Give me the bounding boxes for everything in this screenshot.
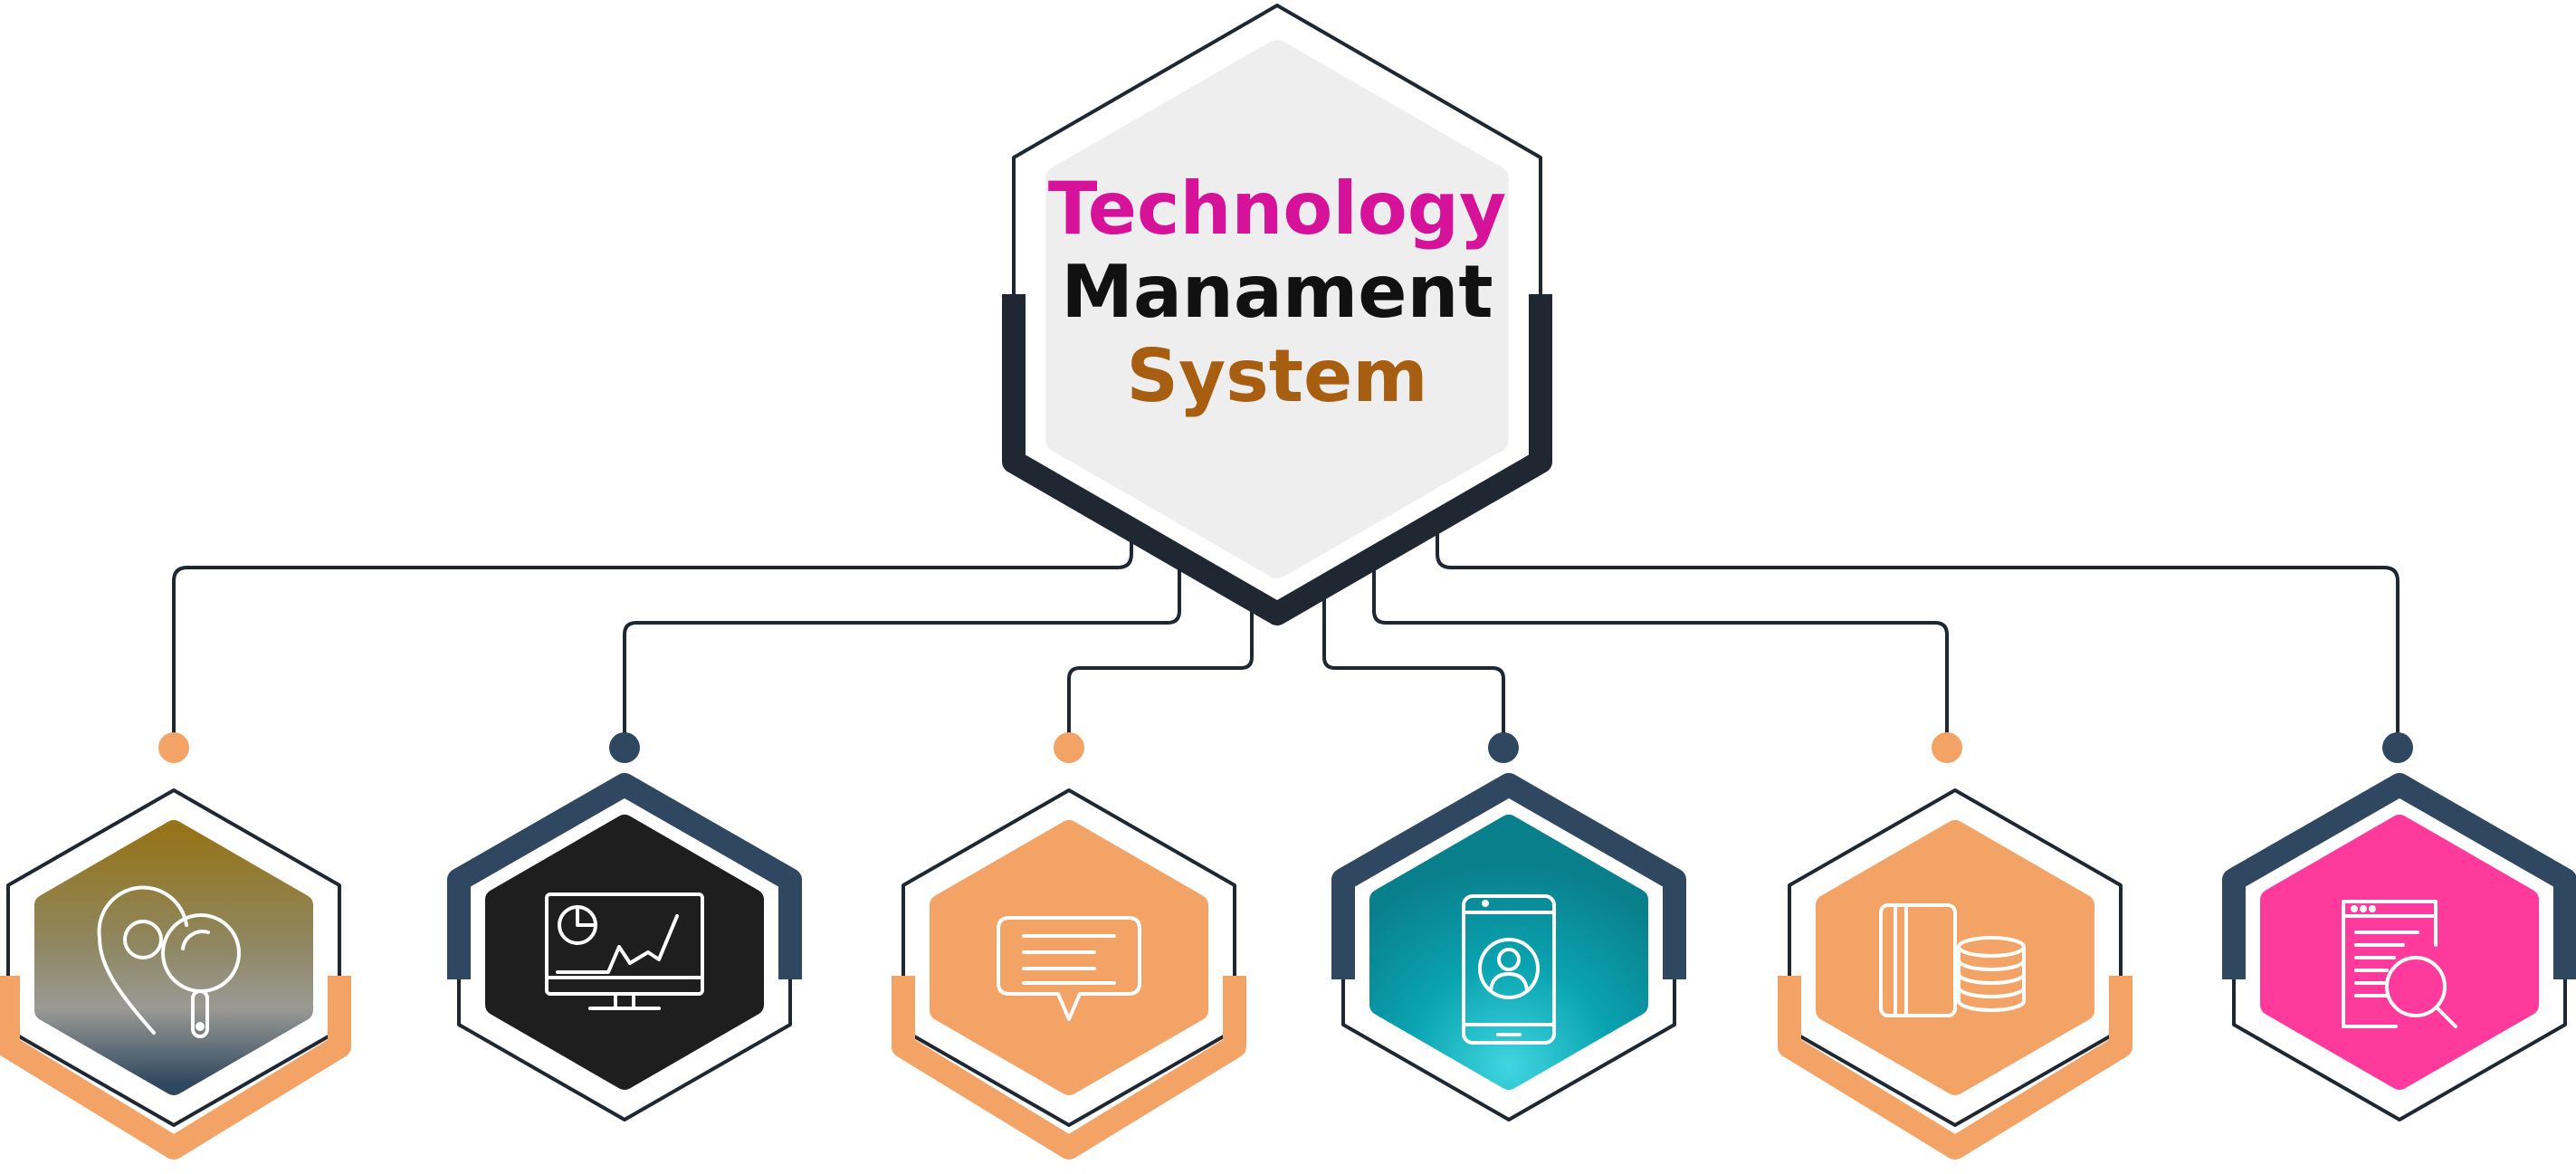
node-document-search	[2222, 773, 2576, 1122]
connector-dot	[1932, 732, 1962, 763]
node-accent-bracket	[447, 773, 802, 979]
node-accent-bracket	[2222, 773, 2576, 979]
document-search-icon	[2342, 900, 2457, 1028]
connector-dot	[1488, 732, 1519, 763]
node-monitor-chart	[447, 773, 802, 1122]
node-fill	[2260, 815, 2539, 1090]
location-search-icon	[97, 885, 241, 1038]
title-line-manament: Manament	[1061, 250, 1493, 334]
node-accent-bracket	[1331, 773, 1686, 979]
node-card-coins	[1778, 788, 2132, 1160]
node-chat-message	[892, 788, 1246, 1160]
connector-dot	[158, 732, 189, 763]
connector-dot	[2382, 732, 2413, 763]
center-hexagon: Technology Manament System	[1002, 4, 1552, 625]
mobile-user-icon	[1462, 894, 1556, 1045]
node-fill	[34, 820, 313, 1095]
card-coins-icon	[1879, 903, 2026, 1017]
connector-dot	[609, 732, 640, 763]
title-line-technology: Technology	[1048, 167, 1506, 251]
node-fill	[930, 820, 1208, 1095]
connector-dot	[1054, 732, 1084, 763]
node-mobile-user	[1331, 773, 1686, 1122]
node-location-search	[0, 788, 351, 1160]
chat-message-icon	[997, 916, 1141, 1021]
node-accent-bracket	[1778, 976, 2132, 1160]
node-fill	[1369, 815, 1648, 1090]
connector-dots	[158, 732, 2413, 763]
center-hexagon-accent	[1002, 294, 1552, 625]
monitor-chart-icon	[545, 892, 704, 1010]
node-accent-bracket	[0, 976, 351, 1160]
title-line-system: System	[1126, 334, 1427, 418]
center-hexagon-fill	[1045, 39, 1509, 578]
connector-lines	[172, 520, 2399, 747]
node-accent-bracket	[892, 976, 1246, 1160]
